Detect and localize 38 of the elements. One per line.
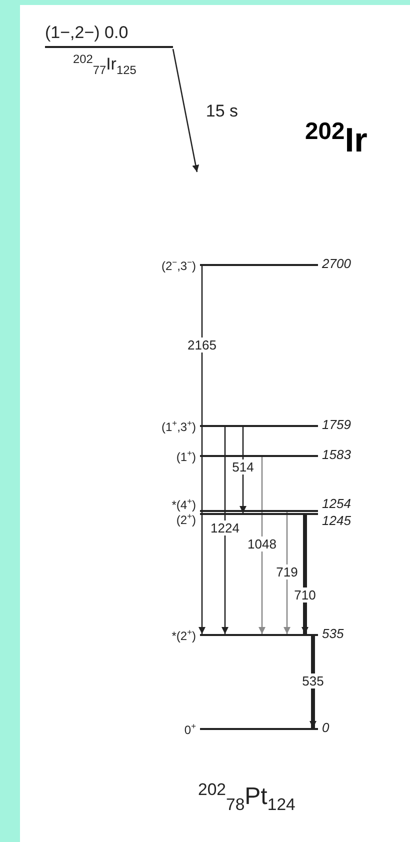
energy-value: 1583 (322, 447, 351, 462)
edge-label: 535 (301, 674, 325, 688)
edge-label: 514 (231, 460, 255, 474)
energy-level-line (200, 513, 318, 515)
edge-label: 710 (293, 588, 317, 602)
spin-parity-label: (1$^{+}$,3$^{+}$) (160, 418, 196, 434)
spin-parity-label: *(2$^{+}$) (170, 627, 196, 643)
edge-label: 1048 (246, 536, 278, 552)
energy-value: 1254 (322, 496, 351, 511)
spin-parity-label: *(4$^{+}$) (170, 496, 196, 512)
edge-label: 2165 (186, 338, 218, 352)
title: $^{202}$Ir (305, 118, 368, 160)
spin-parity-label: 0$^{+}$ (183, 721, 196, 737)
energy-value: 1245 (322, 513, 351, 528)
gamma-transition-arrow (284, 512, 290, 634)
energy-value: 0 (322, 720, 330, 735)
gamma-transition-arrow (302, 515, 308, 634)
energy-level-line (200, 425, 318, 427)
energy-level-line (200, 634, 318, 636)
edge-label: 1224 (210, 520, 240, 536)
gamma-transition-arrow (198, 266, 206, 634)
spin-parity-label: (2$^{−}$,3$^{−}$) (160, 257, 196, 273)
edge-label: 719 (275, 564, 299, 580)
energy-level-line (200, 455, 318, 457)
edge-label: 15 s (204, 104, 240, 118)
energy-level-line (200, 264, 318, 266)
spin-parity-label: (1$^{+}$) (175, 448, 196, 464)
gamma-transition-arrow (222, 427, 228, 634)
energy-value: 535 (322, 626, 344, 641)
energy-value: 2700 (322, 256, 351, 271)
level-label: (1−,2−) 0.0 (45, 22, 130, 44)
energy-level-line (200, 728, 318, 730)
spin-parity-label: (2$^{+}$) (176, 511, 196, 527)
gamma-transition-arrow (310, 636, 316, 728)
energy-value: 1759 (322, 417, 351, 432)
energy-level-line (200, 510, 318, 512)
gamma-transition-arrow (258, 457, 266, 634)
decay-arrow (172, 48, 200, 172)
